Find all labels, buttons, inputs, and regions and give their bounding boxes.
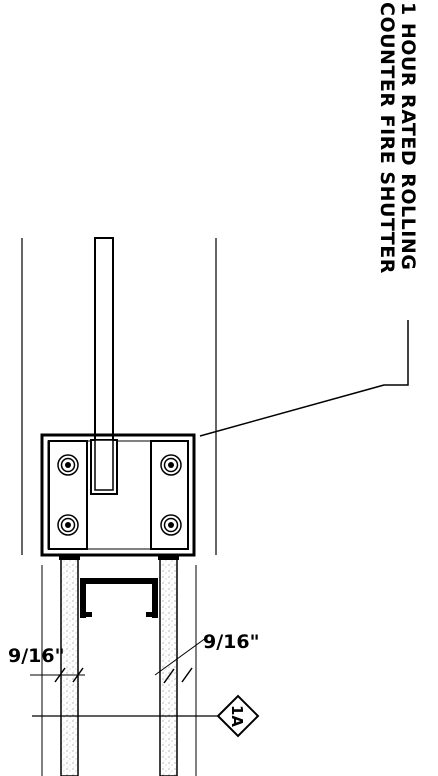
bolt-bottom-left: [57, 514, 79, 536]
shutter-housing: [21, 238, 217, 555]
section-tag: 1A: [216, 694, 260, 738]
dimension-left: 9/16": [8, 645, 85, 683]
bolt-top-left: [57, 454, 79, 476]
callout-line-1: 1 HOUR RATED ROLLING: [397, 2, 419, 270]
dimension-left-text: 9/16": [8, 645, 65, 667]
bolt-top-right: [160, 454, 182, 476]
dimension-right-text: 9/16": [203, 631, 260, 653]
section-tag-label: 1A: [228, 705, 246, 727]
bottom-bar-assembly: [40, 433, 196, 557]
callout-label: 1 HOUR RATED ROLLING COUNTER FIRE SHUTTE…: [376, 2, 419, 274]
counter-jamb-right: [158, 555, 179, 776]
callout-line-2: COUNTER FIRE SHUTTER: [376, 2, 398, 274]
bolt-bottom-right: [160, 514, 182, 536]
counter-jamb-left: [59, 555, 80, 776]
callout-leader-line: [199, 320, 409, 437]
dimension-right: 9/16": [154, 631, 260, 684]
sill-channel: [80, 578, 158, 618]
